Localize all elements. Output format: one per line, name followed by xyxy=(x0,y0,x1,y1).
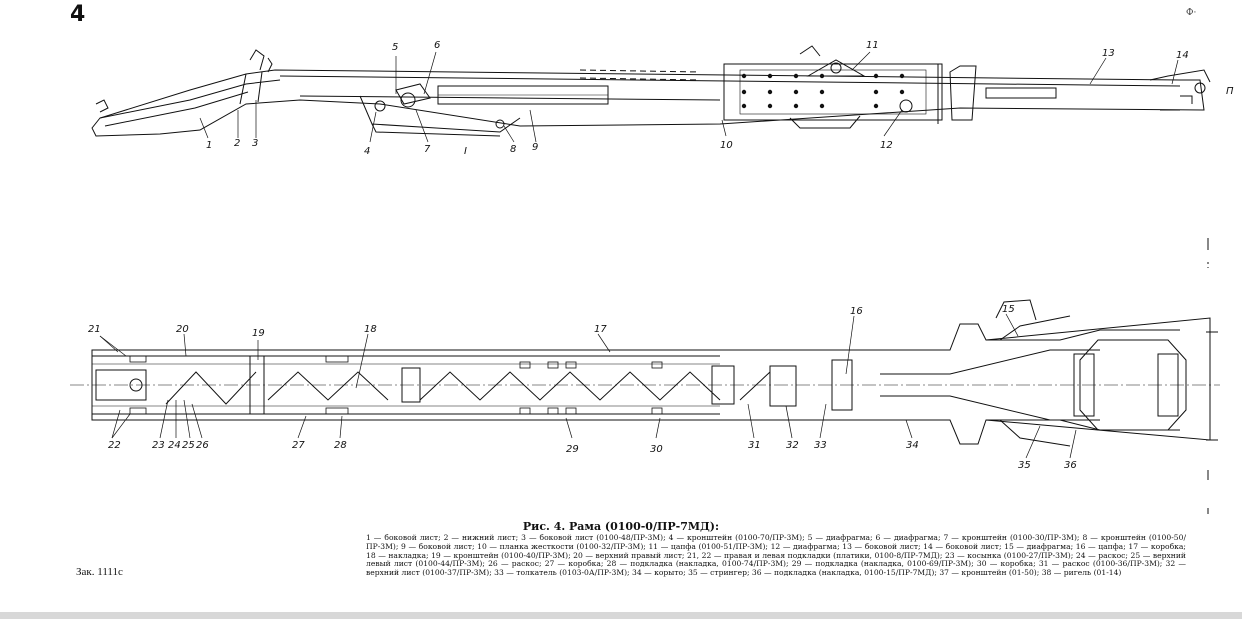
part-label: 9 xyxy=(532,142,538,153)
part-label: 31 xyxy=(748,440,761,451)
order-number: Зак. 1111с xyxy=(76,566,123,578)
part-label: 11 xyxy=(866,40,879,51)
page-number: 4 xyxy=(70,2,86,27)
part-label: 29 xyxy=(566,444,579,455)
part-label: 30 xyxy=(650,444,663,455)
part-label: 21 xyxy=(88,324,101,335)
part-label: 20 xyxy=(176,324,189,335)
side-view-labels: 1 2 3 4 5 6 7 I 8 9 10 11 12 13 14 П xyxy=(206,40,1234,157)
part-label: 28 xyxy=(334,440,347,451)
part-label: П xyxy=(1226,86,1234,97)
part-label: 23 xyxy=(152,440,165,451)
part-label: 3 xyxy=(252,138,258,149)
part-label: 2 xyxy=(234,138,240,149)
part-label: 15 xyxy=(1002,304,1015,315)
part-label: 19 xyxy=(252,328,265,339)
part-label: 33 xyxy=(814,440,827,451)
part-label: 26 xyxy=(196,440,209,451)
part-label: 32 xyxy=(786,440,799,451)
corner-mark: Ф· xyxy=(1186,8,1197,18)
part-label: 27 xyxy=(292,440,305,451)
part-label: 25 xyxy=(182,440,195,451)
part-label: 12 xyxy=(880,140,893,151)
part-label: 34 xyxy=(906,440,919,451)
part-label: 35 xyxy=(1018,460,1031,471)
part-label: 13 xyxy=(1102,48,1115,59)
plan-view-labels: 21 20 19 18 17 16 15 22 23 24 25 26 27 2… xyxy=(88,304,1077,471)
part-label: 8 xyxy=(510,144,516,155)
part-label: 24 xyxy=(168,440,181,451)
part-label: 16 xyxy=(850,306,863,317)
part-label: 22 xyxy=(108,440,121,451)
frame-drawing: 1 2 3 4 5 6 7 I 8 9 10 11 12 13 14 П xyxy=(70,40,1234,514)
part-label: 10 xyxy=(720,140,733,151)
part-label: I xyxy=(464,146,467,157)
part-label: 36 xyxy=(1064,460,1077,471)
part-label: 5 xyxy=(392,42,398,53)
part-label: 1 xyxy=(206,140,212,151)
page-bottom-edge xyxy=(0,612,1242,619)
part-label: 17 xyxy=(594,324,607,335)
part-label: 6 xyxy=(434,40,440,51)
part-label: 7 xyxy=(424,144,431,155)
side-view xyxy=(91,45,1211,137)
figure-title: Рис. 4. Рама (0100-0/ПР-7МД): xyxy=(522,520,720,533)
plan-view xyxy=(70,299,1220,447)
part-label: 4 xyxy=(364,146,370,157)
figure-legend: 1 — боковой лист; 2 — нижний лист; 3 — б… xyxy=(366,533,1186,578)
part-label: 18 xyxy=(364,324,377,335)
part-label: 14 xyxy=(1176,50,1189,61)
